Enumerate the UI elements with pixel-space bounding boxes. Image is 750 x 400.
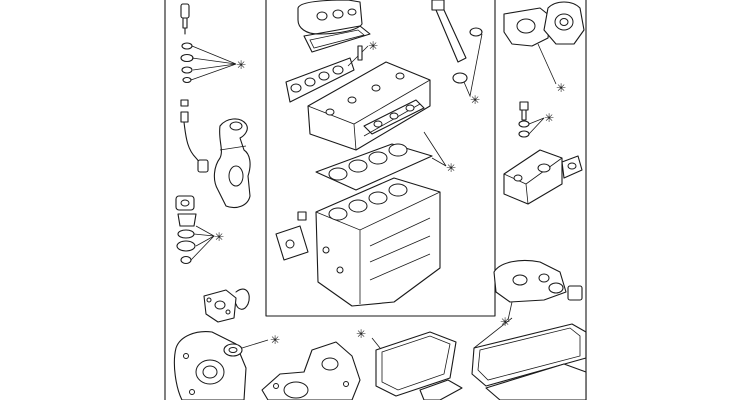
asterisk-marker: ✳: [446, 161, 456, 175]
timing-cover-part: [173, 331, 247, 400]
rear-housing-part: [493, 259, 583, 321]
front-oil-seal: [223, 339, 269, 357]
oil-pan-gasket: [471, 317, 587, 387]
valve-cover-part: [297, 0, 363, 35]
glow-plug-part: [180, 3, 190, 35]
asterisk-marker: ✳: [270, 333, 280, 347]
rear-gasket: [419, 379, 463, 400]
water-pump-part: [203, 288, 250, 323]
fuel-injector-part: [431, 0, 483, 98]
asterisk-marker: ✳: [470, 93, 480, 107]
asterisk-marker: ✳: [544, 111, 554, 125]
thermostat-housing-part: [175, 195, 215, 265]
asterisk-marker: ✳: [236, 58, 246, 72]
side-cover-part: [275, 211, 309, 261]
cylinder-block-part: [315, 177, 441, 307]
asterisk-marker: ✳: [356, 327, 366, 341]
crankcase-gasket: [371, 331, 457, 397]
asterisk-marker: ✳: [556, 81, 566, 95]
water-outlet-part: [503, 149, 583, 205]
head-gasket: [315, 131, 447, 191]
asterisk-marker: ✳: [368, 39, 378, 53]
exhaust-gasket: [363, 99, 425, 135]
oil-pump-housing: [213, 118, 251, 209]
washer-set-left: [180, 42, 237, 84]
asterisk-marker: ✳: [500, 315, 510, 329]
engine-block-frame: [265, 0, 496, 317]
cylinder-head-part: [307, 45, 431, 151]
manifold-gasket: [285, 45, 369, 103]
bolt-with-washers: [518, 101, 545, 138]
flywheel-housing-part: [261, 341, 361, 400]
oil-pipe-part: [180, 99, 209, 173]
front-housing-part: [503, 7, 557, 85]
asterisk-marker: ✳: [214, 230, 224, 244]
crank-pulley-part: [543, 1, 585, 45]
valve-cover-gasket: [303, 25, 371, 53]
oil-pan-part: [485, 363, 587, 400]
